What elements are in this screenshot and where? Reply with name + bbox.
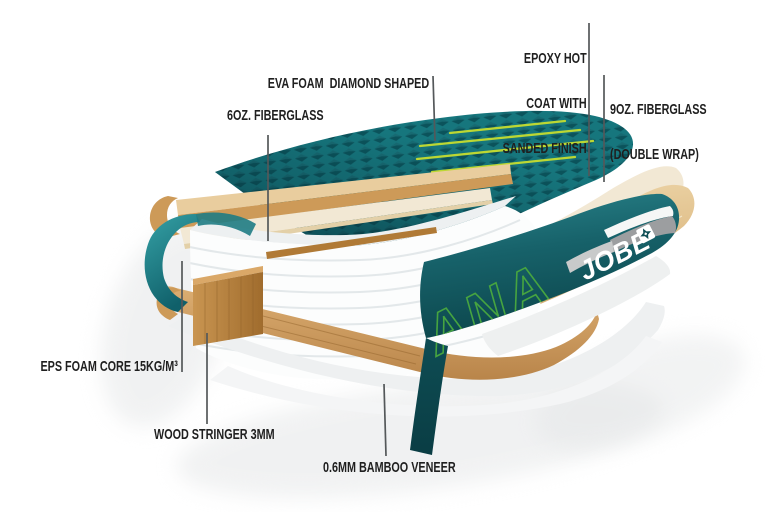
callout-lines bbox=[181, 23, 605, 457]
label-eva-foam: EVA FOAM DIAMOND SHAPED bbox=[267, 75, 429, 92]
bamboo-slat-top bbox=[149, 164, 513, 238]
label-eps-foam-core: EPS FOAM CORE 15KG/M³ bbox=[40, 358, 178, 375]
callout-line-eva bbox=[432, 75, 436, 142]
hull-underside-sheet bbox=[482, 256, 671, 356]
label-bamboo-veneer: 0.6MM BAMBOO VENEER bbox=[323, 459, 456, 476]
hull-tail-flap bbox=[410, 338, 448, 455]
wood-stringer bbox=[193, 266, 263, 346]
label-wood-stringer: WOOD STRINGER 3MM bbox=[154, 426, 275, 443]
label-9oz-fiberglass: 9OZ. FIBERGLASS (DOUBLE WRAP) bbox=[610, 101, 707, 163]
wood-stringer-top-edge bbox=[266, 227, 437, 259]
label-epoxy-hot-coat: EPOXY HOT COAT WITH SANDED FINISH bbox=[502, 50, 587, 157]
fiberglass-bottom-sheets bbox=[168, 302, 665, 417]
callout-line-bamboo bbox=[383, 383, 387, 457]
traction-lines bbox=[415, 119, 595, 174]
label-6oz-fiberglass: 6OZ. FIBERGLASS bbox=[227, 107, 324, 124]
teal-rail-cap bbox=[144, 212, 256, 312]
jobe-flag-icon bbox=[636, 224, 656, 244]
